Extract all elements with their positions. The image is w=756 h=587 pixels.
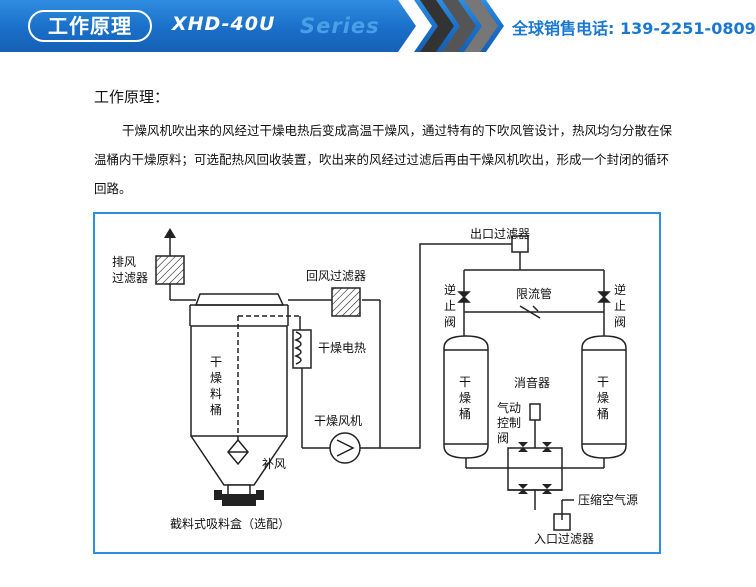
label-check-valve-left-2: 止 — [444, 299, 456, 313]
chevron-icon-3 — [442, 0, 476, 52]
hopper-cap — [194, 293, 285, 306]
intercept-box-icon — [222, 494, 256, 506]
header-banner: 工作原理 XHD-40U Series 全球销售电话: 139-2251-080… — [0, 0, 756, 52]
label-tower-left-2: 燥 — [459, 391, 471, 405]
label-check-valve-left-3: 阀 — [444, 315, 456, 329]
pneumatic-valve-icon-2 — [542, 442, 552, 452]
pneumatic-valve-icon-4 — [542, 484, 552, 494]
drying-hopper-body — [190, 325, 288, 437]
exhaust-arrow-icon — [164, 228, 176, 238]
phone-label: 全球销售电话: — [512, 19, 615, 38]
label-check-valve-right-3: 阀 — [614, 315, 626, 329]
inlet-filter-box — [553, 513, 571, 531]
diffuser — [227, 438, 249, 466]
label-tower-right-3: 桶 — [597, 406, 609, 421]
model-name: XHD-40U — [172, 13, 276, 35]
return-pipe — [360, 300, 381, 449]
return-filter-icon — [331, 287, 361, 317]
label-tower-left-1: 干 — [459, 375, 471, 389]
label-hopper-4: 桶 — [210, 402, 222, 417]
label-exhaust-filter-2: 过滤器 — [112, 271, 148, 285]
exhaust-filter-icon — [155, 255, 185, 285]
sales-phone: 全球销售电话: 139-2251-0809 — [512, 15, 756, 39]
label-inlet-filter: 入口过滤器 — [534, 532, 594, 546]
blower-triangle — [336, 439, 355, 457]
chevron-icon-1 — [398, 0, 432, 52]
section-heading: 工作原理： — [94, 88, 170, 106]
label-outlet-filter: 出口过滤器 — [470, 227, 530, 241]
label-makeup-air: 补风 — [262, 457, 286, 471]
label-hopper-2: 燥 — [210, 371, 222, 385]
label-dryer-heater: 干燥电热 — [318, 341, 366, 355]
label-pneumatic-valve-1: 气动 — [497, 400, 521, 415]
label-pneumatic-valve-2: 控制 — [497, 416, 521, 430]
check-valve-right-icon — [597, 291, 611, 303]
label-hopper-3: 料 — [210, 387, 222, 401]
page-title: 工作原理 — [48, 14, 132, 38]
supply-pipe — [380, 243, 512, 449]
tower-right — [581, 335, 627, 459]
label-exhaust-filter-1: 排风 — [112, 255, 136, 269]
label-pneumatic-valve-3: 阀 — [497, 431, 509, 445]
heater-coil — [293, 331, 302, 365]
banner-right-panel — [486, 0, 750, 52]
label-flow-limiter: 限流管 — [516, 286, 552, 301]
label-hopper-1: 干 — [210, 355, 222, 369]
label-compressed-air: 压缩空气源 — [578, 492, 638, 507]
chevron-icon-4 — [464, 0, 498, 52]
label-dryer-blower: 干燥风机 — [314, 414, 362, 428]
label-tower-left-3: 桶 — [459, 406, 471, 421]
check-valve-left-icon — [457, 291, 471, 303]
muffler-box — [529, 403, 541, 421]
label-check-valve-left-1: 逆 — [444, 282, 456, 297]
label-tower-right-2: 燥 — [597, 391, 609, 405]
tower-left — [443, 335, 489, 459]
label-muffler: 消音器 — [514, 375, 550, 390]
label-check-valve-right-2: 止 — [614, 299, 626, 313]
chevron-icon-2 — [420, 0, 454, 52]
title-pill: 工作原理 — [28, 10, 152, 42]
label-tower-right-1: 干 — [597, 375, 609, 389]
pneumatic-valve-icon-3 — [518, 484, 528, 494]
chevron-arrows — [398, 0, 750, 52]
series-label: Series — [300, 14, 380, 38]
blower-circle — [329, 432, 361, 464]
pneumatic-valve-icon-1 — [518, 442, 528, 452]
phone-number: 139-2251-0809 — [619, 19, 756, 38]
label-intercept-box: 截料式吸料盒（选配） — [170, 516, 290, 531]
diagram-frame — [93, 212, 661, 554]
description-paragraph: 干燥风机吹出来的风经过干燥电热后变成高温干燥风，通过特有的下吹风管设计，热风均匀… — [94, 123, 673, 196]
label-return-filter: 回风过滤器 — [306, 269, 366, 283]
label-check-valve-right-1: 逆 — [614, 282, 626, 297]
heater-box — [292, 329, 312, 369]
